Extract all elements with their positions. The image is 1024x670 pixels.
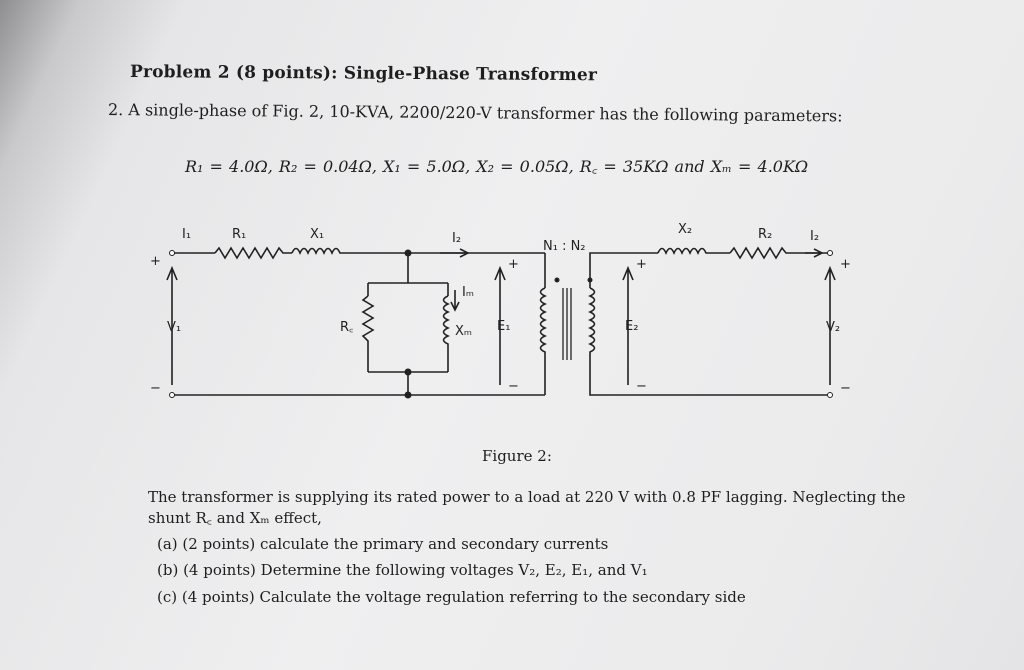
- label-xm: Xₘ: [455, 324, 472, 339]
- r1-resistor: [214, 246, 292, 260]
- label-r1: R₁: [232, 227, 246, 242]
- label-v2-plus: +: [840, 257, 851, 272]
- label-v1-minus: −: [150, 381, 161, 396]
- node-dot-shunt: [404, 368, 412, 376]
- question-b: (b) (4 points) Determine the following v…: [157, 561, 648, 579]
- node-dot-bottom: [404, 391, 412, 399]
- primary-winding: [539, 287, 547, 357]
- v1-arrow: [166, 265, 178, 385]
- question-c: (c) (4 points) Calculate the voltage reg…: [157, 588, 746, 606]
- label-e1: E₁: [497, 319, 510, 334]
- label-r2: R₂: [758, 227, 772, 242]
- label-e1-minus: −: [508, 379, 519, 394]
- node-dot-top: [404, 249, 412, 257]
- label-im: Iₘ: [462, 285, 474, 300]
- label-turns-ratio: N₁ : N₂: [543, 239, 586, 254]
- secondary-winding-wire: [589, 252, 830, 396]
- label-v2: V₂: [826, 320, 840, 335]
- x2-inductor: [657, 247, 730, 255]
- problem-body: The transformer is supplying its rated p…: [148, 488, 906, 527]
- label-rc: R꜀: [340, 320, 354, 335]
- label-x1: X₁: [310, 227, 324, 242]
- terminal-v1-top: [169, 250, 175, 256]
- terminal-v1-bottom: [169, 392, 175, 398]
- label-e2: E₂: [625, 319, 638, 334]
- label-e2-plus: +: [636, 257, 647, 272]
- label-i2-right: I₂: [810, 229, 819, 244]
- figure-caption: Figure 2:: [482, 447, 552, 465]
- e2-arrow: [622, 265, 634, 385]
- label-i1: I₁: [182, 227, 191, 242]
- label-x2: X₂: [678, 222, 692, 237]
- x1-inductor: [291, 247, 545, 255]
- v2-arrow: [824, 265, 836, 385]
- label-v1: V₁: [167, 320, 181, 335]
- i2-mid-arrow: [440, 248, 470, 258]
- secondary-winding: [588, 287, 596, 357]
- label-v1-plus: +: [150, 254, 161, 269]
- label-i2-mid: I₂: [452, 231, 461, 246]
- rc-resistor: [361, 295, 375, 345]
- parameter-list: R₁ = 4.0Ω, R₂ = 0.04Ω, X₁ = 5.0Ω, X₂ = 0…: [185, 157, 809, 176]
- xm-inductor: [442, 295, 450, 345]
- terminal-v2-top: [827, 250, 833, 256]
- i2-right-arrow: [805, 248, 824, 258]
- r2-resistor: [729, 246, 830, 260]
- terminal-v2-bottom: [827, 392, 833, 398]
- label-e2-minus: −: [636, 379, 647, 394]
- im-arrow: [450, 290, 460, 312]
- question-a: (a) (2 points) calculate the primary and…: [157, 535, 609, 553]
- label-v2-minus: −: [840, 381, 851, 396]
- label-e1-plus: +: [508, 257, 519, 272]
- dot-primary: [554, 277, 560, 283]
- e1-arrow: [494, 265, 506, 385]
